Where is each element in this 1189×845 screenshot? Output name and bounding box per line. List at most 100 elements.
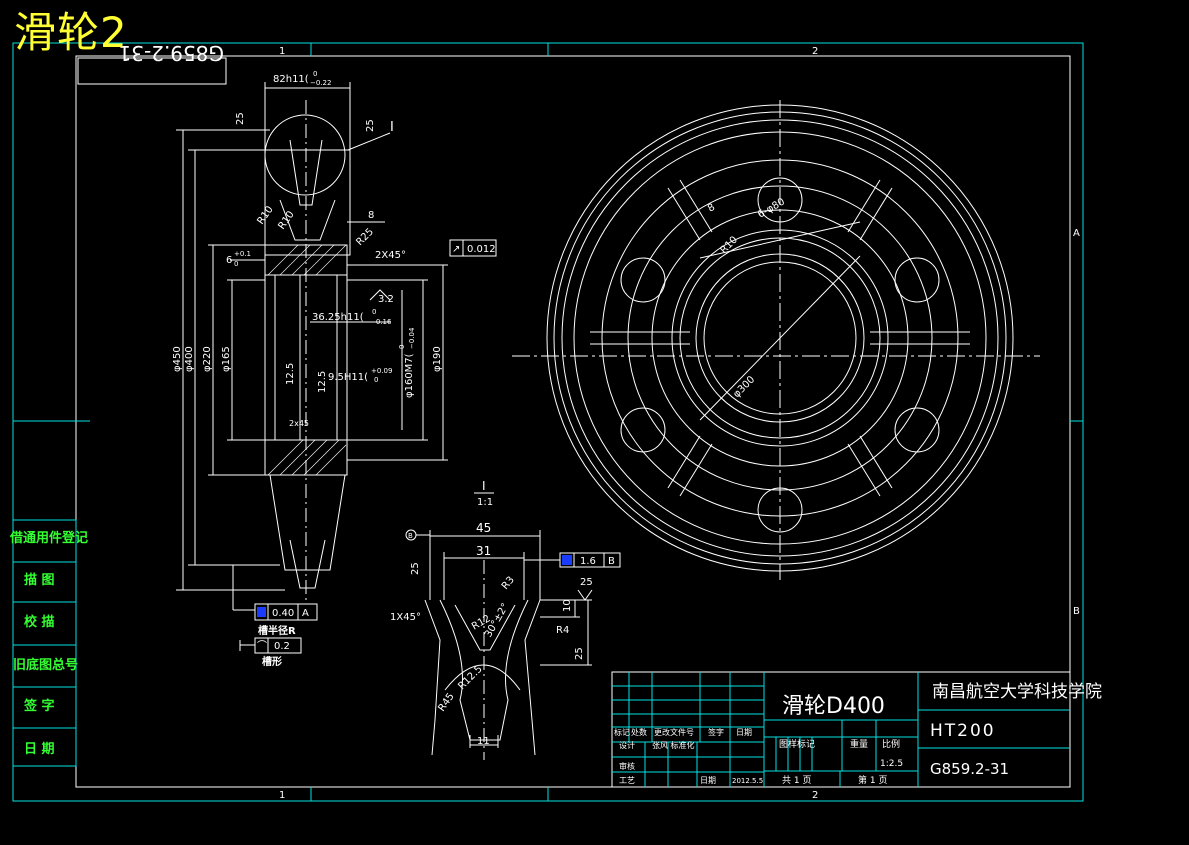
rotated-code: G859.2-31 [119, 41, 224, 65]
zone-top-1: 1 [279, 46, 285, 57]
width-dim: 82h11( [273, 74, 309, 85]
detail-dim-11: 11 [477, 736, 490, 747]
r10-label: R10 [255, 204, 275, 226]
plan-view: φ300 8 6-φ80 R10 [512, 100, 1040, 580]
runout-value: 0.012 [467, 244, 496, 255]
zone-bottom-1: 1 [279, 790, 285, 801]
drawing-number: G859.2-31 [930, 760, 1009, 778]
shape-value: 0.2 [274, 641, 290, 652]
detail-r45: R45 [436, 691, 456, 713]
plan-r10: R10 [718, 234, 740, 256]
width-tol-lower: −0.22 [310, 79, 331, 87]
title-block: 滑轮D400 南昌航空大学科技学院 HT200 G859.2-31 标记 处数 … [611, 671, 1102, 788]
detail-datum: B [408, 532, 413, 540]
zone-top-2: 2 [812, 46, 818, 57]
scale-value: 1:2.5 [880, 759, 903, 769]
d160-tol-lower: −0.04 [408, 327, 416, 349]
side-table-cell-5: 日 期 [24, 742, 55, 757]
detail-rough-25b: 25 [580, 577, 593, 588]
review-label: 审核 [619, 761, 635, 771]
th-date: 日期 [736, 728, 752, 737]
detail-label-top: I [482, 479, 486, 493]
detail-ref-label: I [390, 120, 394, 135]
r25-label: R25 [354, 226, 376, 248]
zone-bottom-2: 2 [812, 790, 818, 801]
school-name: 南昌航空大学科技学院 [932, 682, 1102, 702]
d400-label: φ400 [184, 346, 195, 372]
key-tol-lower: 0 [234, 260, 238, 268]
detail-view: I 1:1 B 45 31 1.6 B 11 25 25 1X45° R [390, 479, 621, 760]
zone-labels: 1 2 1 2 A B [279, 46, 1080, 801]
label-groove-shape: 槽形 [262, 655, 282, 668]
detail-tol-value: 1.6 [580, 556, 596, 567]
chamfer2-label: 2x45 [289, 419, 309, 428]
plan-dim-8: 8 [706, 202, 717, 215]
detail-tol-ref: B [608, 556, 615, 567]
part-name: 滑轮D400 [782, 694, 885, 719]
groove-tol-lower: 0 [374, 376, 378, 384]
detail-dim-45: 45 [476, 521, 491, 535]
detail-r3: R3 [500, 575, 517, 592]
rotated-code-box: G859.2-31 [77, 41, 227, 85]
sheet-title: 滑轮2 [14, 8, 128, 57]
tol-box-value: 0.40 [272, 608, 294, 619]
tol-box [254, 603, 318, 621]
process-label: 工艺 [619, 776, 635, 785]
date-label: 日期 [700, 776, 716, 785]
scale-label: 比例 [882, 738, 900, 750]
label-groove-radius: 槽半径R [258, 624, 296, 637]
groove-tol-upper: +0.09 [371, 367, 392, 375]
width-tol-upper: 0 [313, 70, 317, 78]
date-value: 2012.5.5 [732, 777, 763, 785]
shape-symbol: ⌒ [257, 640, 267, 652]
hub-dim: 36.25h11( [312, 312, 364, 323]
zone-right-a: A [1073, 228, 1080, 239]
rough-25-a: 25 [235, 112, 246, 125]
d160-tol-upper: 0 [398, 345, 406, 349]
detail-chamfer: 1X45° [390, 612, 421, 623]
side-table-cell-0: 借通用件登记 [9, 530, 88, 546]
detail-label-scale: 1:1 [477, 497, 493, 508]
key-dim: 6 [226, 255, 232, 266]
hub-tol-upper: 0 [372, 308, 376, 316]
d80-label: 6-φ80 [756, 196, 787, 220]
side-table-cell-4: 签 字 [23, 698, 55, 714]
d450-label: φ450 [172, 346, 183, 372]
sheet-frame [12, 42, 1084, 802]
rough-25-b: 25 [365, 119, 376, 132]
runout-frame [449, 239, 497, 257]
weight-label: 重量 [850, 738, 868, 750]
th-mark: 标记 [614, 727, 630, 737]
hub-tol-lower: −0.16 [370, 318, 392, 326]
side-table-cell-1: 描 图 [24, 572, 55, 588]
d220-label: φ220 [202, 346, 213, 372]
zone-right-b: B [1073, 606, 1080, 617]
shape-box [254, 637, 302, 654]
chamfer-label: 2X45° [375, 250, 406, 261]
rough-125: 12.5 [285, 363, 296, 385]
design-label: 设计 [619, 740, 635, 750]
dim-8: 8 [368, 210, 374, 221]
th-sign: 签字 [708, 727, 724, 737]
d300-label: φ300 [731, 374, 757, 400]
side-table-cell-3: 旧底图总号 [13, 657, 78, 673]
detail-dim-31: 31 [476, 544, 491, 558]
d165-label: φ165 [221, 346, 232, 372]
stage-label: 图样标记 [779, 738, 815, 750]
detail-tol-box [559, 552, 621, 568]
groove-dim: 9.5H11( [328, 372, 368, 383]
design-name: 张风 标准化 [652, 740, 695, 750]
th-change-doc: 更改文件号 [654, 727, 694, 737]
th-count: 处数 [631, 727, 647, 737]
side-table-cell-2: 校 描 [24, 614, 55, 630]
d160-label: φ160M7( [404, 353, 415, 398]
detail-r4: R4 [556, 625, 569, 636]
sheets-total: 共 1 页 [782, 775, 811, 786]
r10b-label: R10 [276, 209, 296, 231]
rough-32: 3.2 [378, 294, 394, 305]
key-tol-upper: +0.1 [234, 250, 251, 258]
detail-dim-10: 10 [562, 599, 573, 612]
d190-label: φ190 [432, 346, 443, 372]
runout-symbol: ↗ [452, 244, 460, 255]
